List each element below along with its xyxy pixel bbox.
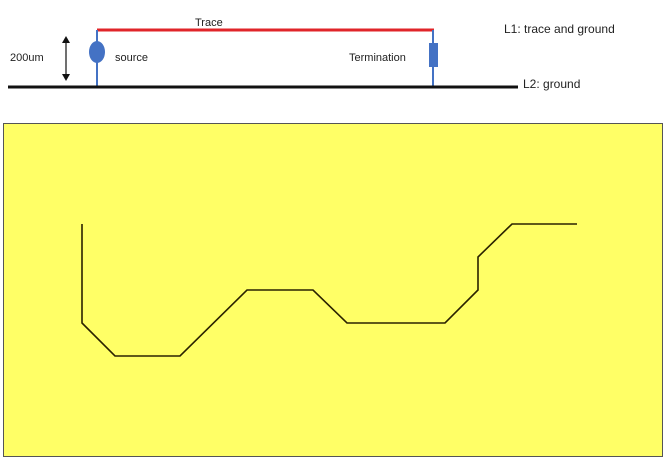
cross-section: Trace source Termination 200um L1: trace…	[8, 17, 615, 91]
routed-trace	[81, 223, 577, 357]
board-layout	[3, 123, 663, 457]
source-icon	[89, 41, 105, 63]
thickness-label: 200um	[10, 52, 44, 64]
board-area	[3, 123, 663, 457]
layer2-label: L2: ground	[523, 77, 580, 91]
thickness-arrow-icon	[62, 36, 70, 81]
trace-label: Trace	[195, 17, 223, 29]
termination-label: Termination	[349, 52, 406, 64]
layer1-label: L1: trace and ground	[504, 22, 615, 36]
termination-resistor-icon	[429, 43, 438, 67]
source-label: source	[115, 52, 148, 64]
